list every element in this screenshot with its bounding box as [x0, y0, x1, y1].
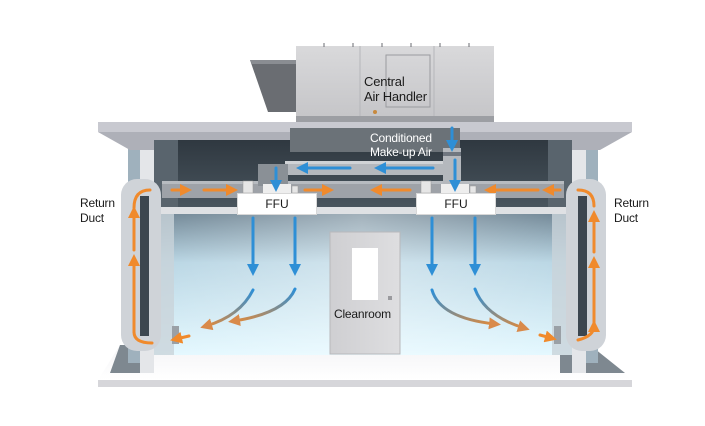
ffu-supply-flow: [247, 216, 481, 276]
return-left-bend-bottom: [132, 330, 154, 345]
makeup-air-flow: [270, 126, 461, 192]
return-right-bend-top: [576, 188, 596, 208]
cleanroom-label: Cleanroom: [334, 307, 391, 321]
return-duct-right-line1: Return: [614, 196, 649, 210]
curve-arrow-r2: [473, 287, 530, 332]
grille-arrow-right: [538, 330, 557, 343]
return-grille-right: [554, 326, 561, 344]
return-duct-right-line2: Duct: [614, 211, 638, 225]
ffu-right-label: FFU: [416, 193, 496, 215]
curve-arrow-r1: [430, 288, 501, 330]
grille-arrow-left: [170, 331, 191, 344]
return-duct-right-label: Return Duct: [614, 196, 649, 226]
return-duct-flow: [128, 188, 600, 345]
return-right-bend-bottom: [576, 320, 600, 342]
curve-arrow-l2: [228, 287, 297, 326]
return-duct-left-line1: Return: [80, 196, 115, 210]
cleanroom-door: [329, 231, 401, 355]
curve-arrow-l1: [200, 288, 255, 331]
return-duct-right: [566, 179, 606, 351]
makeup-air-label: Conditioned Make-up Air: [370, 131, 432, 159]
return-left-bend-top: [132, 188, 152, 210]
air-handler-label: Central Air Handler: [364, 74, 427, 104]
air-handler-label-line2: Air Handler: [364, 89, 427, 104]
return-duct-left-label: Return Duct: [80, 196, 115, 226]
room-return-flow: [170, 287, 557, 344]
makeup-air-label-line2: Make-up Air: [370, 145, 432, 159]
return-duct-left: [121, 179, 161, 351]
central-air-handler: [250, 43, 494, 122]
return-duct-left-line2: Duct: [80, 211, 104, 225]
makeup-air-label-line1: Conditioned: [370, 131, 432, 145]
return-grille-left: [172, 326, 179, 344]
air-handler-label-line1: Central: [364, 74, 405, 89]
ffu-left-label: FFU: [237, 193, 317, 215]
